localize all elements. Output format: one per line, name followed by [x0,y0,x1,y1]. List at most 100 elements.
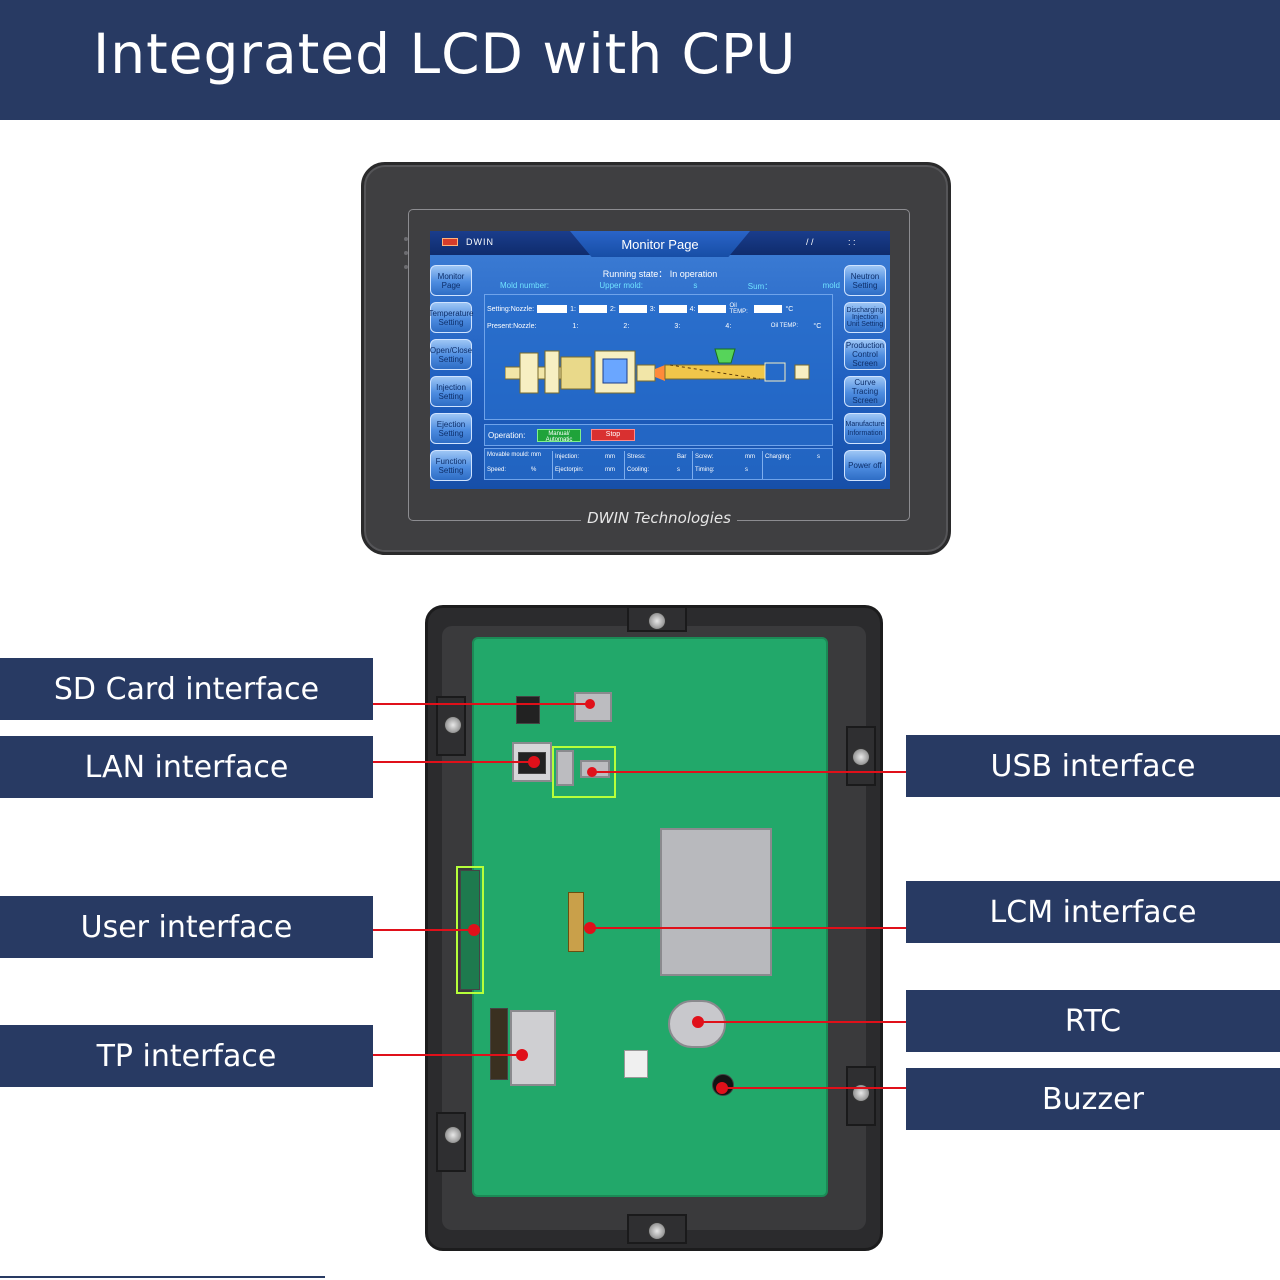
charging-label: Charging: [765,454,792,460]
oil-temp-setting-label: Oil TEMP: [729,303,748,315]
screw-label: Screw: [695,454,714,460]
mm-unit-2: mm [605,454,615,460]
timing-label: Timing: [695,467,715,473]
ic-chip-small [516,696,540,724]
deg-unit: °C [785,305,794,313]
screw-icon [648,1222,666,1240]
operation-label: Operation: [488,431,526,440]
tp-connector [510,1010,556,1086]
s-unit-1: s [677,467,680,473]
menu-injection-setting[interactable]: Injection Setting [430,376,472,407]
status-cell-charging: Charging: s [763,451,833,479]
timing-row: Timing:s [693,464,762,477]
sd-card-dot [585,699,595,709]
zone-4-label: 4: [689,305,696,313]
menu-monitor-page[interactable]: Monitor Page [430,265,472,296]
lcd-screen: DWIN Monitor Page / / : : Monitor Page T… [430,231,890,489]
percent-unit: % [531,467,537,473]
zone-1-label: 1: [570,305,576,313]
screw-icon [444,1126,462,1144]
lcm-dot [584,922,596,934]
usb-port-a [556,750,574,786]
zone-2-setting-field[interactable] [618,305,647,313]
user-dot [468,924,480,936]
lcd-front-device: DWIN Monitor Page / / : : Monitor Page T… [361,162,951,555]
zone-4-present-label: 4: [725,322,732,330]
stress-label: Stress: [627,454,646,460]
oil-temp-present-label: Oil TEMP: [770,323,799,329]
tp-dot [516,1049,528,1061]
movable-mould-row: Movable mould:mm [485,451,552,464]
menu-curve-tracing[interactable]: Curve Tracing Screen [844,376,886,407]
mold-number-label: Mold number: [500,281,549,290]
ejectorpin-label: Ejectorpin: [555,467,584,473]
screen-title: Monitor Page [621,237,699,252]
rtc-dot [692,1016,704,1028]
status-cell-mould: Movable mould:mm Speed:% [485,451,553,479]
deg-unit-present: °C [813,322,822,330]
menu-discharging-setting[interactable]: Discharging Injection Unit Setting [844,302,886,333]
lcm-connector [568,892,584,952]
operation-bar: Operation: Manual/ Automatic Stop [484,424,833,446]
brand-text: DWIN Technologies [581,509,737,527]
zone-4-setting-field[interactable] [698,305,727,313]
cooling-label: Cooling: [627,467,650,473]
menu-power-off[interactable]: Power off [844,450,886,481]
screen-date: / / [806,237,814,247]
stop-button[interactable]: Stop [591,429,635,441]
buzzer-dot [716,1082,728,1094]
menu-manufacture-info[interactable]: Manufacture Information [844,413,886,444]
upper-mold-unit: s [693,281,698,290]
menu-temperature-setting[interactable]: Temperature Setting [430,302,473,333]
menu-neutron-setting[interactable]: Neutron Setting [844,265,886,296]
cooling-row: Cooling: s [625,464,692,477]
page-title: Integrated LCD with CPU [93,22,797,86]
injection-machine-illustration [505,348,810,394]
mm-unit-1: mm [531,452,541,458]
charging-row: Charging: s [763,451,833,464]
label-usb-interface: USB interface [906,735,1280,797]
screw-row: Screw:mm [693,451,762,464]
nozzle-setting-field[interactable] [537,305,568,313]
status-cell-stress: Stress: Bar Cooling: s [625,451,693,479]
status-cell-screw: Screw:mm Timing:s [693,451,763,479]
bar-unit: Bar [677,454,687,460]
speed-label: Speed: [487,467,507,473]
right-menu: Neutron Setting Discharging Injection Un… [844,265,890,487]
menu-function-setting[interactable]: Function Setting [430,450,472,481]
screw-icon [444,716,462,734]
s-unit-3: s [817,454,820,460]
dwin-logo-icon [442,238,458,246]
menu-production-control[interactable]: Production Control Screen [844,339,886,370]
usb-dot [587,767,597,777]
battery-connector [624,1050,648,1078]
screw-icon [852,748,870,766]
label-lcm-interface: LCM interface [906,881,1280,943]
setting-row: Setting:Nozzle: 1: 2: 3: 4: Oil TEMP: °C [487,303,832,315]
brand-label: DWIN Technologies [364,509,954,527]
screen-brand: DWIN [466,237,494,247]
label-user-interface: User interface [0,896,373,958]
sum-label: Sum： [747,282,773,291]
menu-ejection-setting[interactable]: Ejection Setting [430,413,472,444]
upper-mold-label: Upper mold: [599,281,643,290]
label-lan-interface: LAN interface [0,736,373,798]
sum-unit: mold [822,281,840,290]
manual-automatic-button[interactable]: Manual/ Automatic [537,429,581,443]
title-tab [570,231,750,257]
label-tp-interface: TP interface [0,1025,373,1087]
status-leds [404,237,408,279]
present-label: Present:Nozzle: [487,322,537,330]
tp-flex-cable [490,1008,508,1080]
present-row: Present:Nozzle: 1: 2: 3: 4: Oil TEMP: °C [487,320,832,332]
movable-mould-label: Movable mould: [487,452,530,458]
label-rtc: RTC [906,990,1280,1052]
oil-temp-setting-field[interactable] [754,305,783,313]
zone-1-setting-field[interactable] [578,305,607,313]
zone-2-label: 2: [609,305,616,313]
menu-open-close-setting[interactable]: Open/Close Setting [430,339,472,370]
zone-3-setting-field[interactable] [658,305,687,313]
status-table: Movable mould:mm Speed:% Injection:mm Ej… [484,448,833,480]
header-banner: Integrated LCD with CPU [0,0,1280,120]
